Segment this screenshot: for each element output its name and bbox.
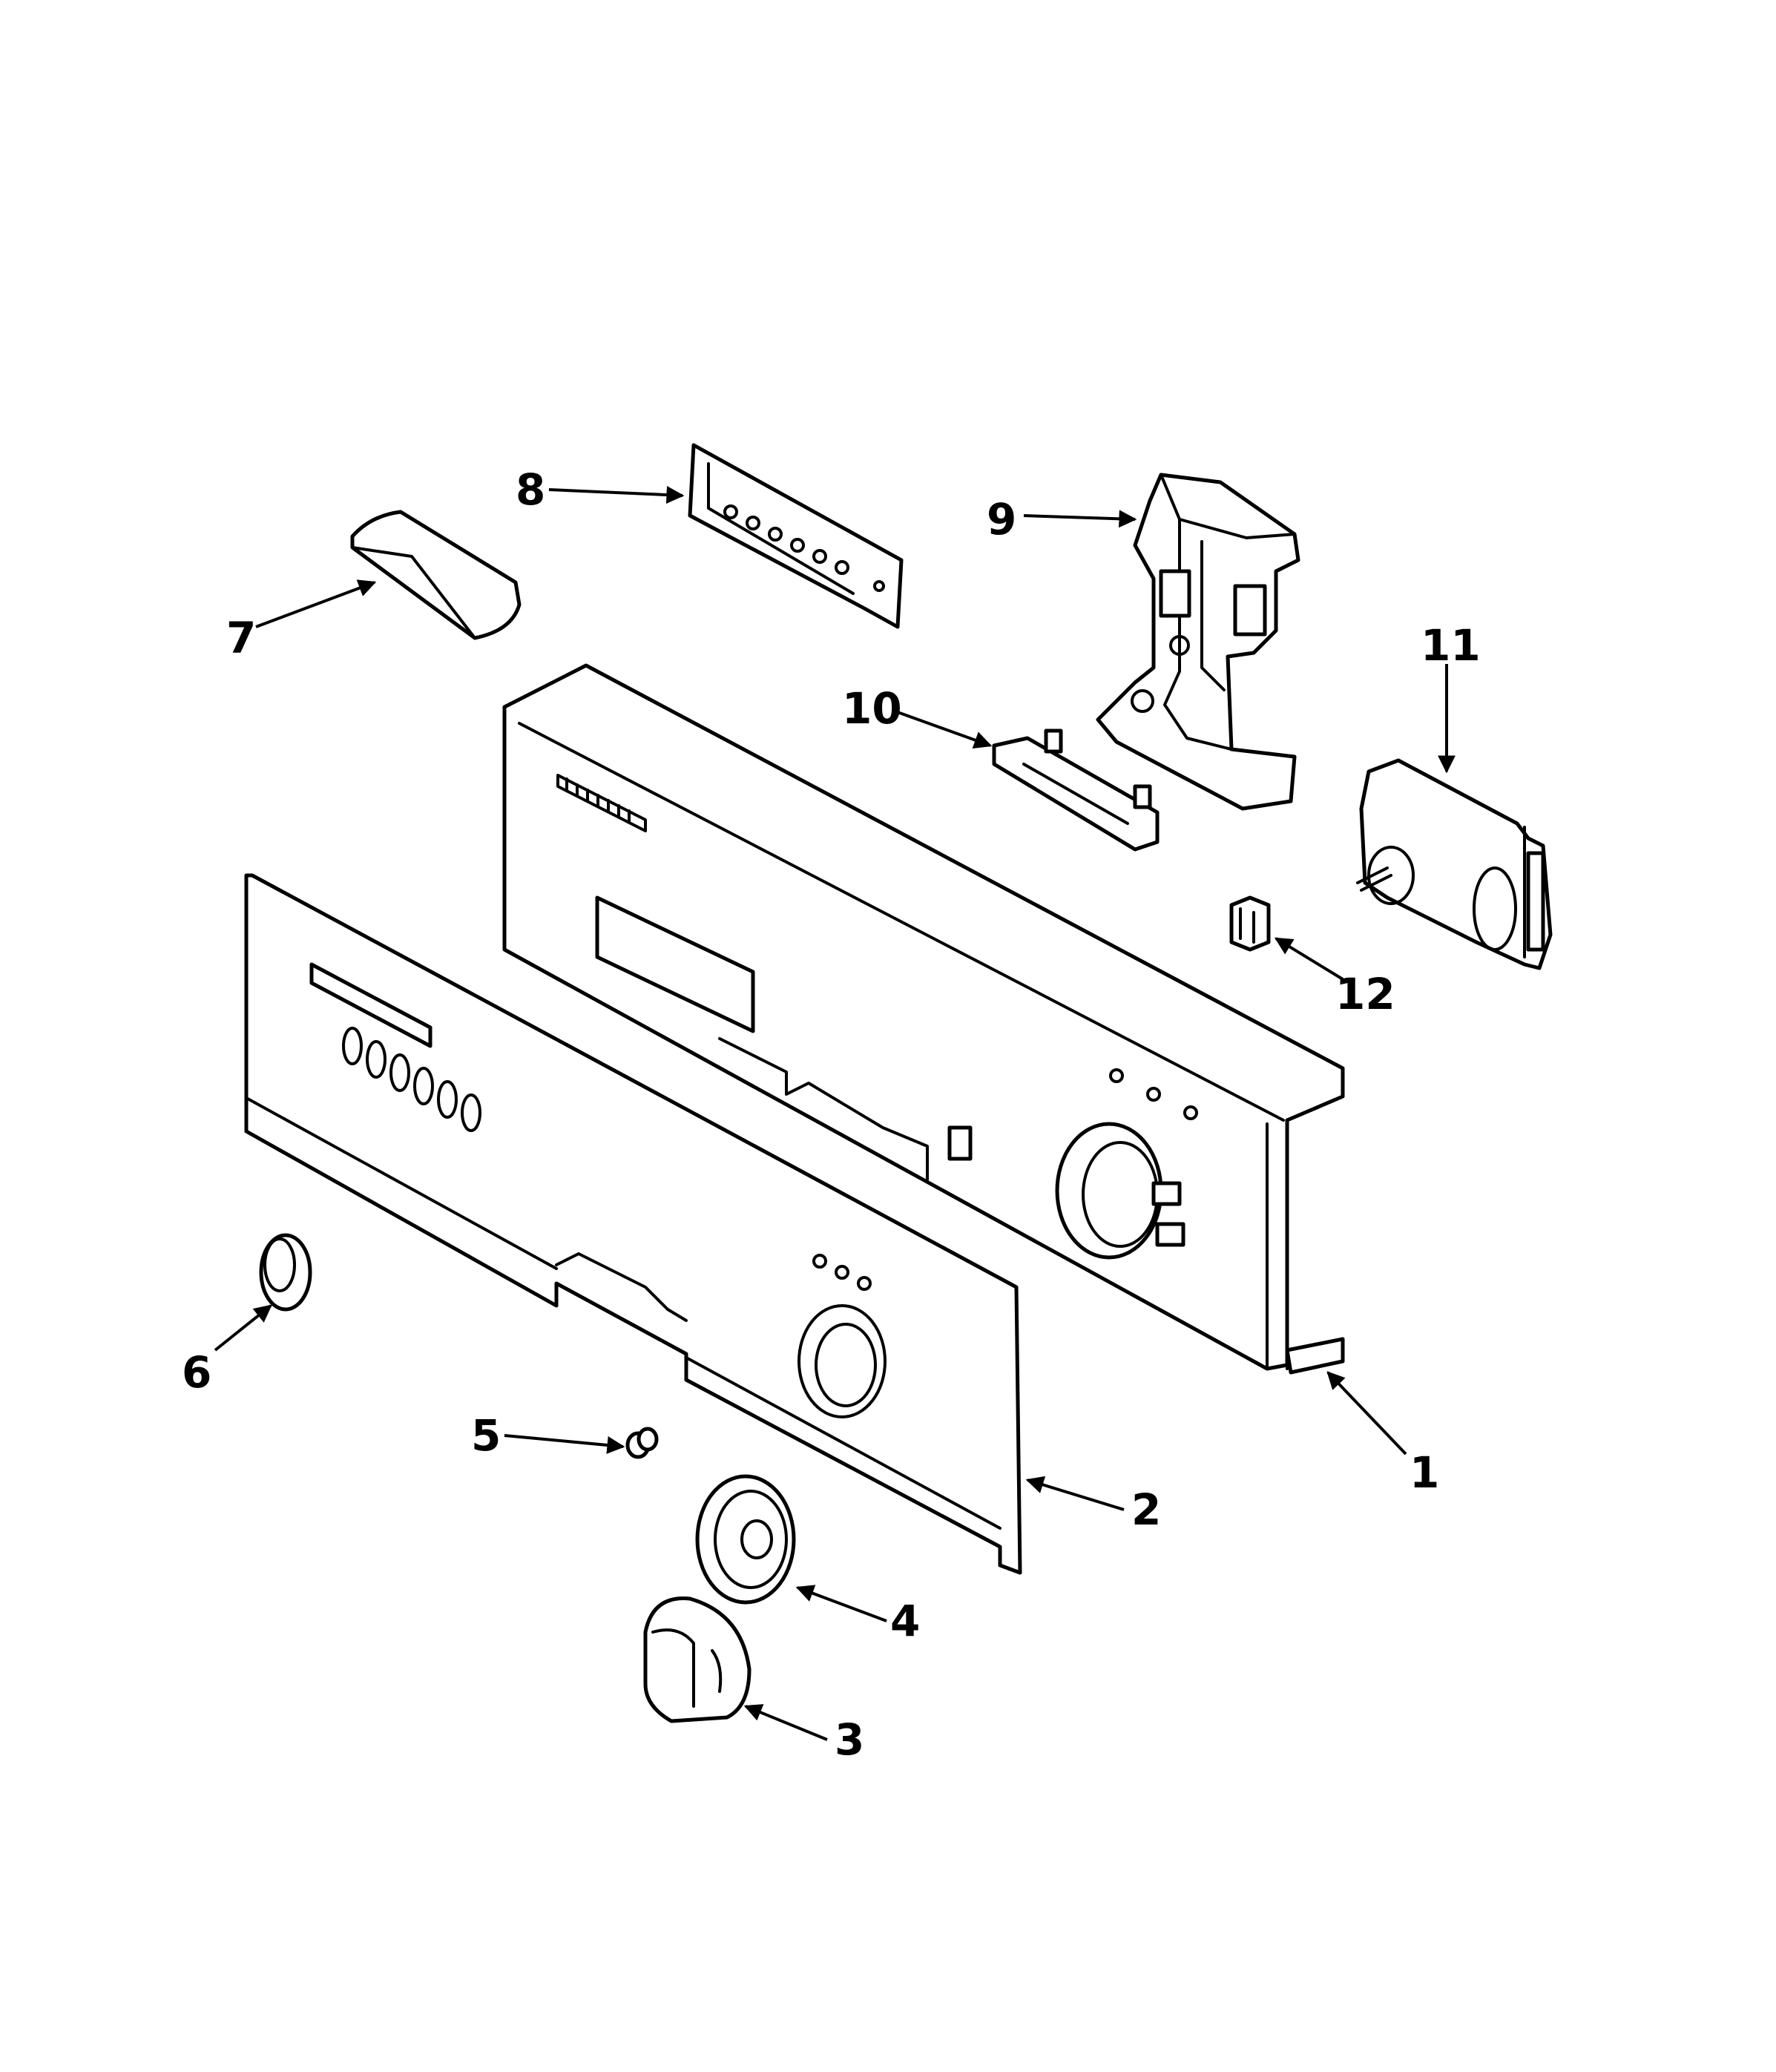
- part-4-dial-skirt: [695, 1474, 796, 1605]
- callout-labels: 1 2 3 4 5 6 7 8 9 10 11 12: [182, 464, 1481, 1765]
- callout-5: 5: [471, 1410, 501, 1461]
- part-2-front-panel: [244, 873, 1022, 1575]
- part-5-plug: [625, 1427, 659, 1459]
- callout-7: 7: [226, 613, 256, 663]
- leader-lines: [214, 486, 1456, 1741]
- callout-12: 12: [1335, 969, 1395, 1019]
- callout-1: 1: [1410, 1447, 1439, 1498]
- part-12-clip: [1229, 895, 1271, 952]
- callout-3: 3: [835, 1714, 864, 1765]
- callout-11: 11: [1421, 620, 1481, 671]
- callout-10: 10: [842, 683, 902, 734]
- part-3-knob: [643, 1596, 751, 1723]
- callout-6: 6: [182, 1347, 211, 1398]
- part-9-bracket: [1096, 473, 1300, 811]
- callout-2: 2: [1131, 1484, 1161, 1535]
- part-7-cap: [350, 510, 522, 640]
- part-8-switch-board: [688, 443, 904, 629]
- callout-9: 9: [987, 494, 1016, 545]
- part-6-push-button: [259, 1233, 312, 1312]
- callout-4: 4: [890, 1596, 920, 1646]
- part-11-timer: [1356, 758, 1553, 970]
- callout-8: 8: [516, 464, 545, 515]
- part-1-control-panel: [502, 663, 1345, 1375]
- part-10-light-pipe: [992, 729, 1160, 852]
